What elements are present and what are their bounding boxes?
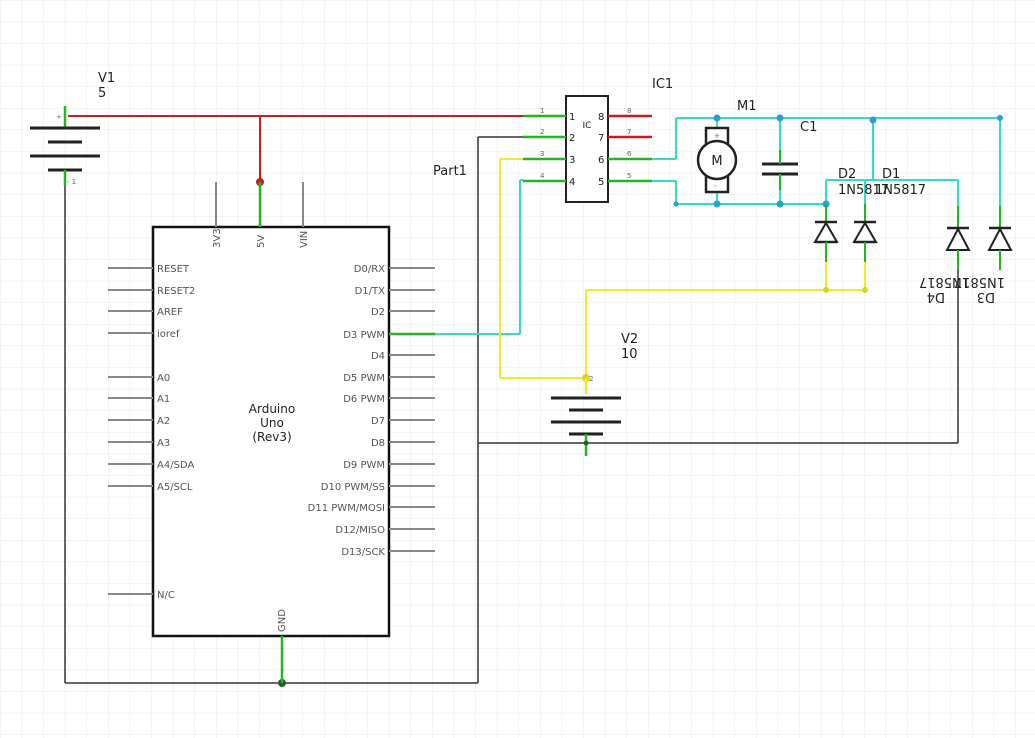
ic1-pin-label: 4 xyxy=(569,177,575,188)
arduino-pin-5v: 5V xyxy=(256,235,267,248)
ic1-pin-label: 3 xyxy=(569,155,575,166)
arduino-pin-label: D8 xyxy=(371,438,385,449)
arduino-pin-label: N/C xyxy=(157,590,175,601)
arduino-pin-label: ioref xyxy=(157,329,180,340)
d4-ref: D4 xyxy=(927,289,945,304)
svg-text:2: 2 xyxy=(589,375,593,383)
arduino-pin-label: D9 PWM xyxy=(343,460,385,471)
d2-ref: D2 xyxy=(838,167,856,182)
arduino-pin-label: D2 xyxy=(371,307,385,318)
ic1-pin-label: 1 xyxy=(569,112,575,123)
motor-m1[interactable]: M + - xyxy=(696,126,738,194)
wire-red-5v[interactable] xyxy=(68,115,523,182)
v2-value: 10 xyxy=(621,347,638,362)
ic1-pin-label: 2 xyxy=(569,133,575,144)
arduino-pin-vin: VIN xyxy=(299,231,310,248)
junction-d2 xyxy=(823,287,829,293)
arduino-pin-label: D13/SCK xyxy=(341,547,385,558)
arduino-top-pins: 3V3 5V VIN xyxy=(212,228,310,248)
diode-d3[interactable] xyxy=(987,206,1013,270)
diode-d2[interactable] xyxy=(813,204,839,262)
wire-cyan-d3[interactable] xyxy=(435,179,523,335)
battery-v2[interactable]: 2 xyxy=(551,375,621,456)
ic1-pin-label: 5 xyxy=(598,177,604,188)
ic1-pin-label: 8 xyxy=(598,112,604,123)
ic1-pin-label: 6 xyxy=(598,155,604,166)
arduino-name-line1: Arduino xyxy=(249,402,295,416)
diode-d4[interactable] xyxy=(945,206,971,270)
ic1-right-pin-labels: 8 8 7 7 6 6 5 5 xyxy=(598,107,632,188)
motor-symbol: M xyxy=(711,154,722,169)
ic1-pin-number: 7 xyxy=(627,128,631,136)
diode-d1[interactable] xyxy=(852,204,878,262)
c1-ref: C1 xyxy=(800,120,817,135)
arduino-pin-label: RESET2 xyxy=(157,286,195,297)
ic1-pin-number: 5 xyxy=(627,172,631,180)
ic1-chip[interactable]: IC xyxy=(523,95,652,203)
wire-black-ground[interactable] xyxy=(64,136,959,684)
wire-yellow[interactable] xyxy=(499,158,866,379)
arduino-pin-label: D1/TX xyxy=(355,286,386,297)
cyan-junctions xyxy=(673,114,1003,208)
arduino-pin-label: RESET xyxy=(157,264,190,275)
arduino-pin-label: D0/RX xyxy=(354,264,385,275)
ic1-pin-number: 8 xyxy=(627,107,631,115)
arduino-pin-label: A3 xyxy=(157,438,170,449)
ic1-left-pin-labels: 1 1 2 2 3 3 4 4 xyxy=(540,107,575,188)
ic1-pin-number: 2 xyxy=(540,128,544,136)
junction-d1 xyxy=(862,287,868,293)
arduino-pin-label: A4/SDA xyxy=(157,460,194,471)
arduino-pin-label: D10 PWM/SS xyxy=(321,482,385,493)
arduino-pin-label: AREF xyxy=(157,307,183,318)
part1-ref: Part1 xyxy=(433,164,467,179)
arduino-pin-label: D4 xyxy=(371,351,385,362)
arduino-pin-label: D3 PWM xyxy=(343,330,385,341)
arduino-pin-label: A1 xyxy=(157,394,170,405)
svg-text:- 1: - 1 xyxy=(67,178,76,186)
ic1-pin-number: 3 xyxy=(540,150,544,158)
v1-value: 5 xyxy=(98,86,106,101)
capacitor-c1[interactable] xyxy=(762,150,798,190)
arduino-gnd-label: GND xyxy=(277,609,288,632)
arduino-pin-label: D6 PWM xyxy=(343,394,385,405)
arduino-pin-label: D7 xyxy=(371,416,385,427)
ic1-body-label: IC xyxy=(583,121,592,131)
d4-value: 1N5817 xyxy=(919,274,970,289)
ic1-ref: IC1 xyxy=(652,77,673,92)
ic1-pin-number: 6 xyxy=(627,150,632,158)
svg-text:+: + xyxy=(56,113,62,121)
svg-text:+: + xyxy=(714,132,720,140)
ic1-pin-number: 4 xyxy=(540,172,545,180)
arduino-name-line3: (Rev3) xyxy=(252,430,291,444)
arduino-uno[interactable] xyxy=(151,225,391,638)
arduino-pin-label: D11 PWM/MOSI xyxy=(308,503,385,514)
arduino-name-line2: Uno xyxy=(260,416,284,430)
battery-v1[interactable]: + - 1 xyxy=(30,106,100,186)
arduino-pin-label: D12/MISO xyxy=(335,525,385,536)
arduino-pin-label: D5 PWM xyxy=(343,373,385,384)
arduino-pin-label: A5/SCL xyxy=(157,482,193,493)
m1-ref: M1 xyxy=(737,99,757,114)
arduino-pin-3v3: 3V3 xyxy=(212,228,223,248)
arduino-pin-label: A2 xyxy=(157,416,170,427)
d3-ref: D3 xyxy=(977,289,995,304)
ic1-pin-label: 7 xyxy=(598,133,604,144)
ic1-pin-number: 1 xyxy=(540,107,544,115)
v1-ref: V1 xyxy=(98,71,115,86)
d1-ref: D1 xyxy=(882,167,900,182)
svg-text:-: - xyxy=(714,182,717,190)
arduino-pin-label: A0 xyxy=(157,373,170,384)
v2-ref: V2 xyxy=(621,332,638,347)
d2-value: 1N5817 xyxy=(838,183,889,198)
d3-value: 1N5817 xyxy=(954,274,1005,289)
d1-value: 1N5817 xyxy=(875,183,926,198)
